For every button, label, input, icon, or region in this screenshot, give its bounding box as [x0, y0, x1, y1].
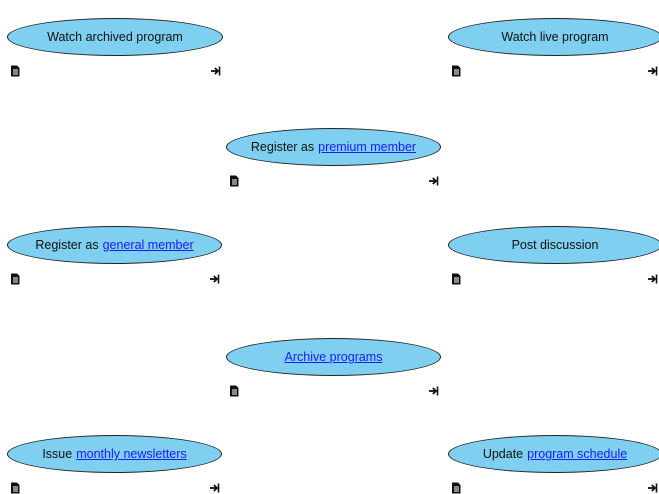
document-icon[interactable] — [451, 273, 462, 285]
use-case-link[interactable]: Archive programs — [284, 350, 383, 364]
sub-diagram-icon[interactable] — [648, 482, 659, 494]
use-case-watch-live-program[interactable]: Watch live program — [448, 18, 659, 56]
use-case-link[interactable]: program schedule — [527, 447, 628, 461]
sub-diagram-icon[interactable] — [648, 273, 659, 285]
document-icon[interactable] — [229, 385, 240, 397]
sub-diagram-icon[interactable] — [429, 385, 440, 397]
use-case-post-discussion[interactable]: Post discussion — [448, 226, 659, 264]
document-icon[interactable] — [451, 482, 462, 494]
document-icon[interactable] — [10, 273, 21, 285]
use-case-watch-archived-program[interactable]: Watch archived program — [7, 18, 223, 56]
sub-diagram-icon[interactable] — [648, 65, 659, 77]
document-icon[interactable] — [451, 65, 462, 77]
document-icon[interactable] — [10, 482, 21, 494]
use-case-label: Register as — [35, 238, 99, 252]
use-case-label: Watch live program — [501, 30, 609, 44]
use-case-link[interactable]: premium member — [318, 140, 417, 154]
use-case-label: Issue — [42, 447, 73, 461]
document-icon[interactable] — [10, 65, 21, 77]
use-case-label: Post discussion — [511, 238, 599, 252]
sub-diagram-icon[interactable] — [210, 273, 221, 285]
sub-diagram-icon[interactable] — [210, 482, 221, 494]
document-icon[interactable] — [229, 175, 240, 187]
use-case-archive-programs[interactable]: Archive programs — [226, 338, 441, 376]
use-case-link[interactable]: general member — [102, 238, 194, 252]
use-case-link[interactable]: monthly newsletters — [76, 447, 187, 461]
use-case-label: Register as — [250, 140, 315, 154]
sub-diagram-icon[interactable] — [429, 175, 440, 187]
use-case-label: Watch archived program — [47, 30, 183, 44]
use-case-label: Update — [482, 447, 524, 461]
sub-diagram-icon[interactable] — [211, 65, 222, 77]
